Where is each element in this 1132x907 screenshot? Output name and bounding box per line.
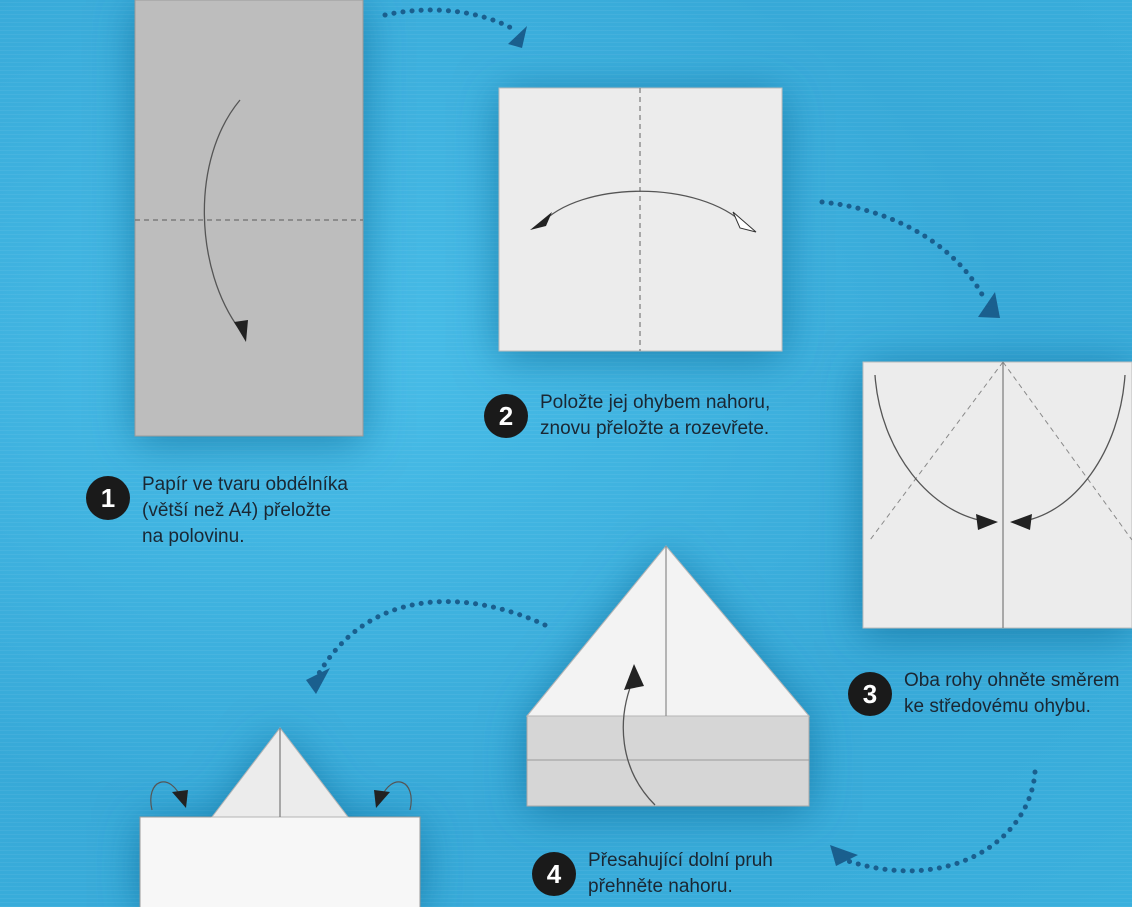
connector-3-4-arrowhead bbox=[830, 845, 858, 866]
step2-arrowhead-right bbox=[732, 211, 757, 233]
step3-arrowhead-left bbox=[976, 514, 998, 530]
step3-arrowhead-right bbox=[1010, 514, 1032, 530]
step-3-badge: 3 bbox=[848, 672, 892, 716]
connector-4-5 bbox=[315, 599, 548, 678]
step-1-badge: 1 bbox=[86, 476, 130, 520]
step-2-caption: 2 Položte jej ohybem nahoru, znovu přelo… bbox=[484, 390, 770, 442]
step2-fold-arrow bbox=[539, 190, 746, 226]
step-4-caption: 4 Přesahující dolní pruh přehněte nahoru… bbox=[532, 848, 773, 900]
step-3-caption: 3 Oba rohy ohněte směrem ke středovému o… bbox=[848, 668, 1119, 720]
step-2-badge: 2 bbox=[484, 394, 528, 438]
step3-diagonal-left bbox=[869, 361, 1004, 541]
step1-fold-arrow bbox=[203, 99, 241, 331]
step-4-badge: 4 bbox=[532, 852, 576, 896]
step1-paper bbox=[134, 0, 364, 437]
step4-arrowhead bbox=[624, 664, 644, 690]
step5-arrowhead-right bbox=[374, 790, 390, 808]
step3-diagonal-right bbox=[1002, 361, 1132, 541]
step1-arrowhead bbox=[234, 320, 248, 342]
step3-arrow-right bbox=[1017, 374, 1126, 523]
connector-2-3-arrowhead bbox=[978, 292, 1000, 318]
connector-2-3 bbox=[819, 199, 988, 303]
connector-3-4 bbox=[842, 769, 1038, 874]
connector-4-5-arrowhead bbox=[306, 668, 330, 694]
step4-paper bbox=[525, 545, 811, 807]
step4-fold-arrow bbox=[622, 674, 656, 806]
connector-1-2 bbox=[382, 7, 518, 33]
step-3-text: Oba rohy ohněte směrem ke středovému ohy… bbox=[904, 670, 1120, 717]
step-2-text: Položte jej ohybem nahoru, znovu přeložt… bbox=[540, 392, 771, 439]
step-1-text: Papír ve tvaru obdélníka (větší než A4) … bbox=[142, 474, 348, 547]
step3-arrow-left bbox=[874, 374, 991, 523]
connector-1-2-arrowhead bbox=[508, 26, 527, 48]
step3-paper bbox=[862, 361, 1132, 629]
step5-arrowhead-left bbox=[172, 790, 188, 808]
step-4-text: Přesahující dolní pruh přehněte nahoru. bbox=[588, 850, 773, 897]
step2-arrowhead-left bbox=[530, 212, 552, 230]
step-1-caption: 1 Papír ve tvaru obdélníka (větší než A4… bbox=[86, 472, 348, 550]
